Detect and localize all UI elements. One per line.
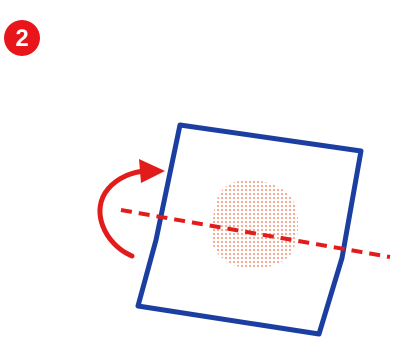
- dotted-spot: [211, 180, 298, 268]
